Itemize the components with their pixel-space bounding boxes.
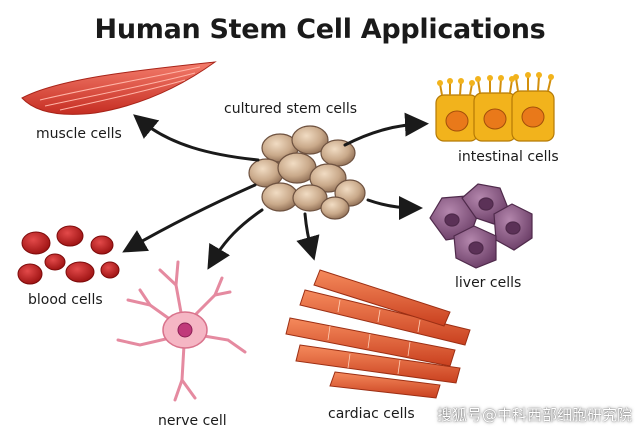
arrow-to-intestinal — [343, 112, 429, 147]
blood-cells-label: blood cells — [28, 292, 103, 308]
nerve-cell-illustration — [116, 260, 247, 402]
cultured-stem-cells-label: cultured stem cells — [224, 101, 358, 117]
liver-cells-illustration — [429, 183, 533, 269]
arrow-to-muscle — [133, 114, 260, 162]
stem-cell-cluster — [248, 125, 366, 220]
liver-cells-label: liver cells — [455, 275, 522, 291]
watermark: 搜狐号@中科西部细胞研究院 — [436, 406, 632, 424]
nerve-cell-label: nerve cell — [158, 413, 227, 429]
muscle-cells-illustration — [21, 61, 217, 115]
blood-cells-illustration — [17, 225, 120, 285]
diagram-title: Human Stem Cell Applications — [94, 14, 546, 45]
muscle-cells-label: muscle cells — [36, 126, 122, 142]
arrow-to-blood — [122, 183, 257, 253]
cardiac-cells-illustration — [285, 269, 471, 399]
intestinal-cells-illustration — [435, 72, 555, 142]
arrow-to-liver — [366, 195, 423, 220]
arrow-to-nerve — [207, 208, 264, 270]
intestinal-cells-label: intestinal cells — [458, 149, 559, 165]
arrows — [122, 112, 429, 270]
cardiac-cells-label: cardiac cells — [328, 406, 415, 422]
arrow-to-cardiac — [296, 212, 320, 261]
